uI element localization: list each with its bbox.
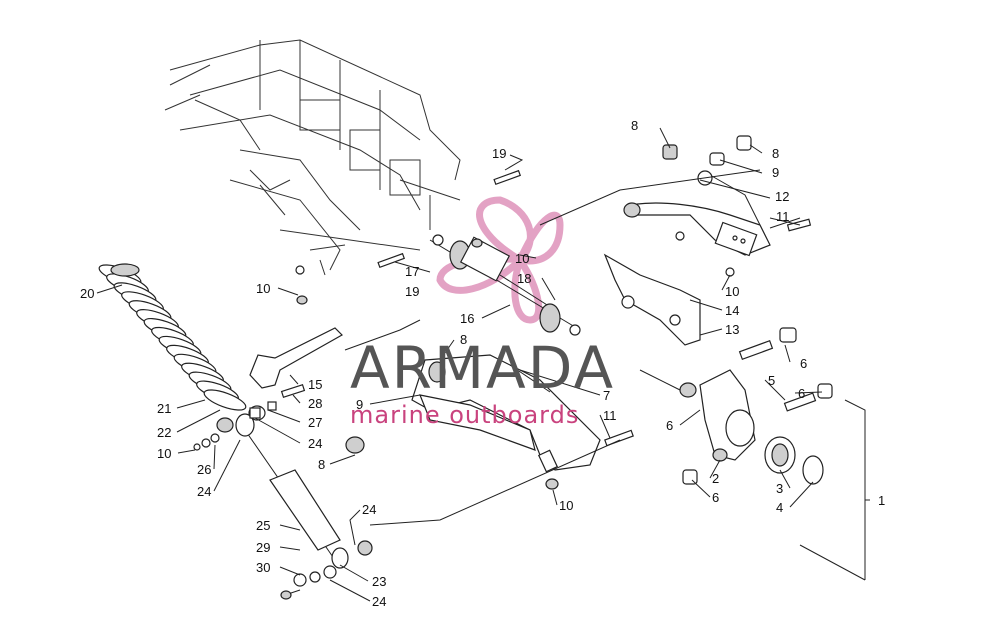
callout-9: 9: [356, 397, 363, 412]
callout-11: 11: [776, 209, 790, 224]
callout-3: 3: [776, 481, 783, 496]
callout-14: 14: [725, 303, 739, 318]
callout-4: 4: [776, 500, 783, 515]
callout-19: 19: [405, 284, 419, 299]
leader-lines: [96, 127, 870, 602]
callout-5: 5: [768, 373, 775, 388]
callout-20: 20: [80, 286, 94, 301]
spanner-wrench: [249, 327, 343, 389]
upper-a-arm: [623, 170, 771, 257]
callout-8: 8: [772, 146, 779, 161]
callout-16: 16: [460, 311, 474, 326]
callout-10: 10: [157, 446, 171, 461]
callout-23: 23: [372, 574, 386, 589]
callout-24: 24: [362, 502, 376, 517]
small-hardware: [249, 169, 522, 419]
callout-30: 30: [256, 560, 270, 575]
hardware-top-right: [662, 135, 812, 277]
callout-6: 6: [712, 490, 719, 505]
callout-labels: 20 10 19 17 19 10 18 16 8 8 9 12 11 10 1…: [80, 118, 885, 609]
callout-7: 7: [603, 388, 610, 403]
callout-8: 8: [631, 118, 638, 133]
callout-6: 6: [666, 418, 673, 433]
callout-2: 2: [712, 471, 719, 486]
callout-27: 27: [308, 415, 322, 430]
callout-10: 10: [559, 498, 573, 513]
callout-12: 12: [775, 189, 789, 204]
callout-24: 24: [308, 436, 322, 451]
callout-26: 26: [197, 462, 211, 477]
coil-spring: [98, 263, 247, 411]
bracket-1: [799, 399, 866, 581]
callout-13: 13: [725, 322, 739, 337]
watermark-tagline: marine outboards: [350, 401, 579, 429]
callout-11: 11: [603, 408, 617, 423]
callout-19: 19: [492, 146, 506, 161]
callout-9: 9: [772, 165, 779, 180]
steering-knuckle: [679, 327, 833, 485]
callout-8: 8: [318, 457, 325, 472]
callout-6: 6: [800, 356, 807, 371]
propeller-logo: [436, 196, 564, 324]
callout-15: 15: [308, 377, 322, 392]
chassis-frame: [164, 39, 461, 276]
spring-seat: [110, 263, 140, 277]
bearing-and-ring: [764, 436, 824, 485]
callout-18: 18: [517, 271, 531, 286]
callout-25: 25: [256, 518, 270, 533]
lower-a-arm: [345, 354, 634, 490]
callout-29: 29: [256, 540, 270, 555]
spring-coil: [203, 389, 247, 411]
watermark-brand: ARMADA: [350, 334, 615, 402]
callout-24: 24: [197, 484, 211, 499]
rear-shock-absorber: [193, 405, 373, 600]
callout-21: 21: [157, 401, 171, 416]
callout-28: 28: [308, 396, 322, 411]
front-shock-absorber: [429, 234, 581, 336]
callout-22: 22: [157, 425, 171, 440]
callout-10: 10: [725, 284, 739, 299]
callout-10: 10: [515, 251, 529, 266]
callout-6: 6: [798, 386, 805, 401]
callout-17: 17: [405, 264, 419, 279]
shield-plate: [603, 231, 701, 346]
callout-1: 1: [878, 493, 885, 508]
callout-24: 24: [372, 594, 386, 609]
callout-8: 8: [460, 332, 467, 347]
callout-10: 10: [256, 281, 270, 296]
